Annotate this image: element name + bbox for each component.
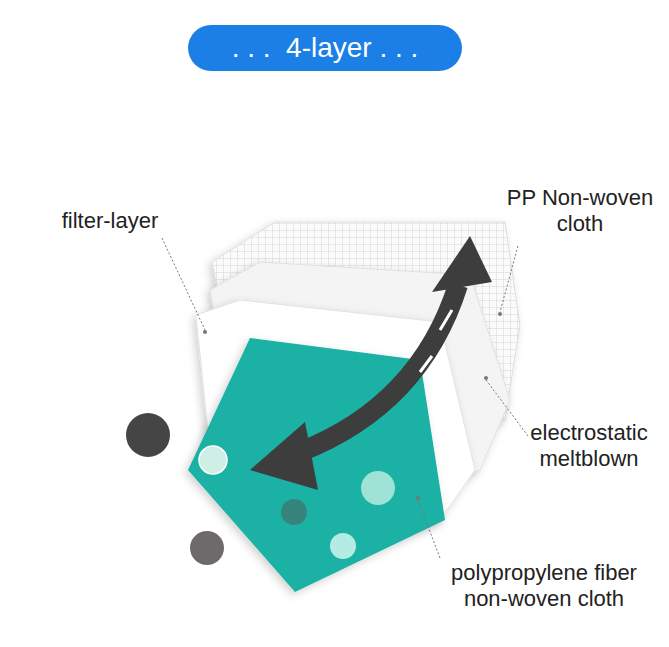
leader-dot [484, 376, 488, 380]
arrow-head [432, 236, 492, 292]
particle [361, 471, 395, 505]
particle [281, 499, 307, 525]
particle [126, 413, 170, 457]
leader-dot [498, 312, 502, 316]
leader-line [162, 238, 205, 330]
airflow-arrow [300, 285, 458, 452]
title-text: . . . 4-layer . . . [232, 32, 419, 64]
leader-line [418, 500, 440, 558]
particle [330, 533, 356, 559]
particle [190, 531, 224, 565]
leader-dot [416, 496, 420, 500]
layer-label: filter-layer [40, 208, 180, 234]
title-pill: . . . 4-layer . . . [188, 25, 462, 71]
leader-line [500, 246, 518, 312]
arrow-gap [420, 310, 452, 372]
layer-label: PP Non-woven cloth [505, 185, 655, 237]
arrow-head [250, 422, 318, 490]
layer-label: electrostatic meltblown [514, 420, 664, 472]
leader-line [486, 380, 528, 436]
layer-label: polypropylene fiber non-woven cloth [428, 560, 660, 612]
particle [199, 446, 227, 474]
leader-dot [203, 330, 207, 334]
